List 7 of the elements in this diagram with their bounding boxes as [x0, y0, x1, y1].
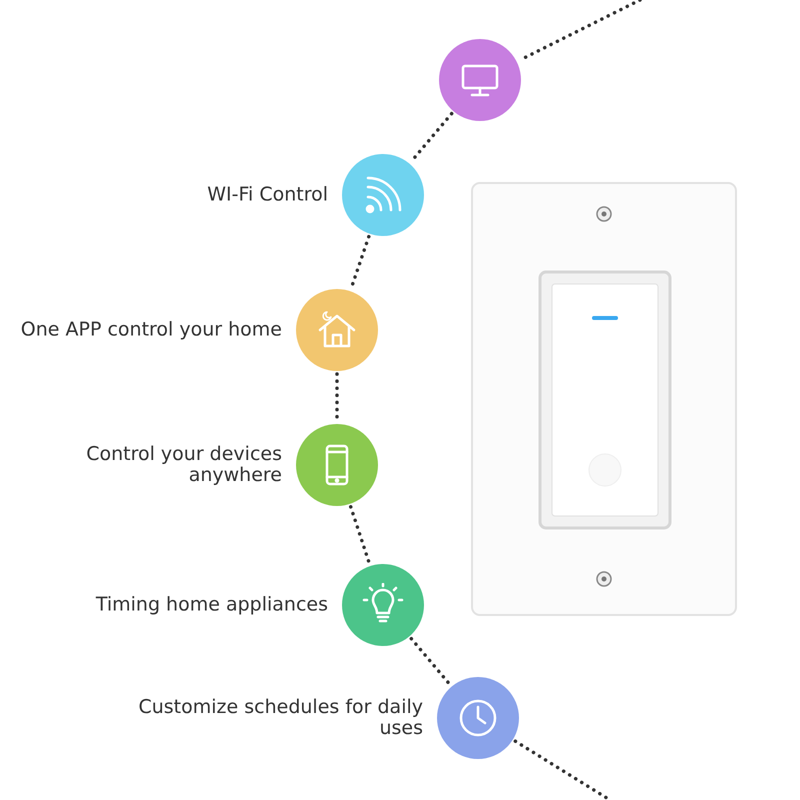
feature-label: WI-Fi Control	[206, 184, 328, 206]
dotted-line	[348, 505, 372, 565]
feature-label: One APP control your home	[20, 320, 282, 340]
dotted-line	[410, 636, 452, 686]
feature-label: Customize schedules for daily uses	[137, 697, 423, 739]
feature-label: Timing home appliances	[94, 594, 328, 616]
feature-label: Control your devices anywhere	[85, 444, 282, 486]
